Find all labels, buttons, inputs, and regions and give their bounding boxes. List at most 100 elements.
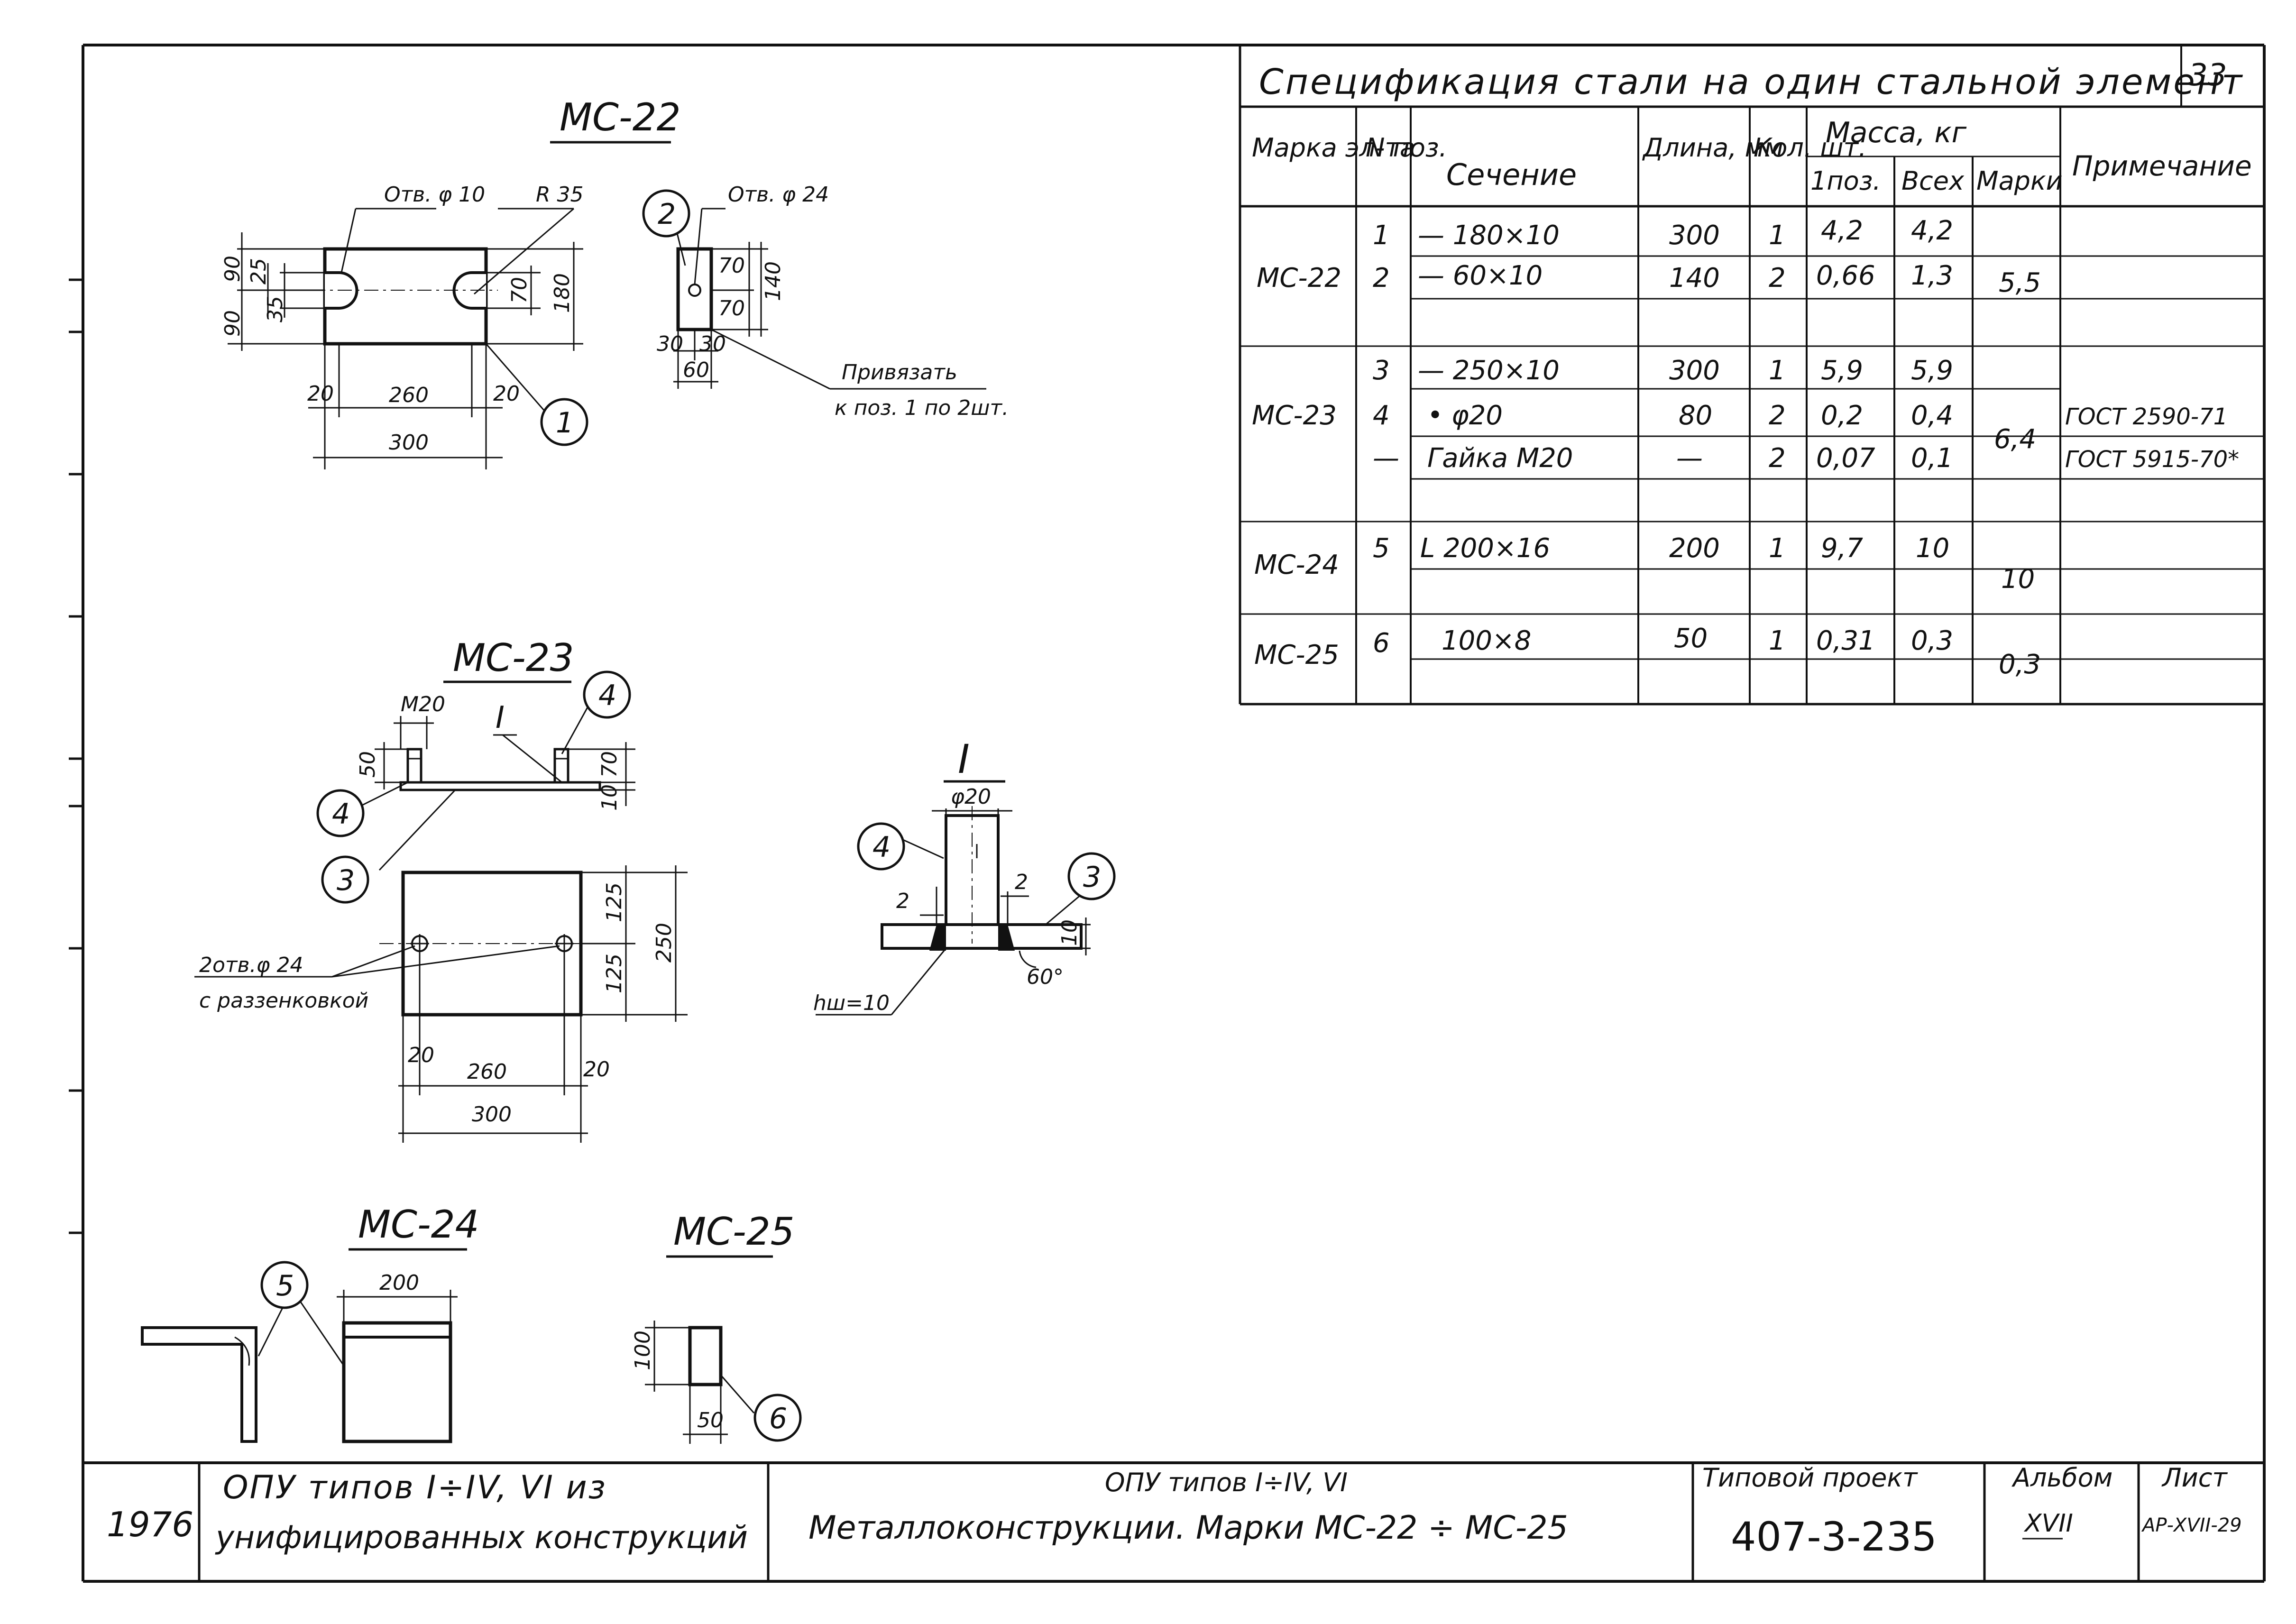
callout-3: 3 bbox=[1067, 852, 1116, 900]
svg-text:2: 2 bbox=[658, 198, 676, 231]
mc23-dim-300: 300 bbox=[472, 1102, 512, 1127]
mc23-dim-20a: 20 bbox=[408, 1043, 434, 1067]
header-qty: Кол. шт. bbox=[1754, 133, 1866, 163]
row-qty: 1 bbox=[1769, 533, 1786, 564]
row-mass-mark: 0,3 bbox=[1999, 649, 2041, 680]
row-length: 80 bbox=[1679, 400, 1712, 431]
mc22-dim-90a: 90 bbox=[220, 256, 245, 282]
row-mass-one: 4,2 bbox=[1821, 215, 1863, 246]
row-mass-mark: 10 bbox=[2001, 564, 2035, 595]
mc22-tie-note: Привязать bbox=[842, 360, 957, 385]
mc23-title: МС-23 bbox=[453, 636, 574, 680]
svg-text:5: 5 bbox=[276, 1269, 294, 1303]
row-mass-one: 0,2 bbox=[1821, 400, 1863, 431]
mc22-dim-20b: 20 bbox=[493, 382, 520, 406]
detail-i-dim-2: 2 bbox=[896, 889, 909, 913]
detail-i-section bbox=[881, 806, 1083, 951]
svg-text:1: 1 bbox=[556, 406, 574, 440]
row-length: 300 bbox=[1669, 220, 1720, 251]
svg-text:6: 6 bbox=[769, 1402, 787, 1435]
row-length: 140 bbox=[1669, 263, 1720, 294]
header-mass-one: 1поз. bbox=[1810, 166, 1881, 196]
mc22-dim-300: 300 bbox=[389, 431, 429, 455]
mc25-dim-50: 50 bbox=[697, 1408, 724, 1432]
row-qty: 1 bbox=[1769, 625, 1786, 656]
title-sheet-label: Лист bbox=[2161, 1463, 2228, 1493]
header-mark: Марка эл-та bbox=[1252, 133, 1415, 163]
mc22-dim-60: 60 bbox=[683, 358, 709, 382]
callout-3: 3 bbox=[321, 855, 369, 904]
row-note: ГОСТ 5915-70* bbox=[2065, 446, 2239, 473]
mc22-tie-note: к поз. 1 по 2шт. bbox=[835, 396, 1009, 420]
mc22-title: МС-22 bbox=[560, 95, 681, 139]
detail-i-angle: 60° bbox=[1027, 965, 1064, 989]
detail-i-title: I bbox=[958, 736, 970, 782]
svg-text:4: 4 bbox=[872, 831, 891, 864]
header-mass: Масса, кг bbox=[1826, 116, 1967, 149]
svg-text:4: 4 bbox=[332, 798, 350, 831]
callout-4: 4 bbox=[857, 822, 905, 871]
mc22-dim-140: 140 bbox=[761, 261, 785, 301]
header-mass-mark: Марки bbox=[1976, 166, 2063, 196]
row-section: Гайка М20 bbox=[1427, 443, 1573, 474]
mc22-plate bbox=[285, 247, 498, 346]
mc23-holes-note: с раззенковкой bbox=[199, 989, 368, 1013]
row-section: — 250×10 bbox=[1418, 355, 1560, 386]
title-sheet-value: АР-XVII-29 bbox=[2141, 1514, 2242, 1536]
mc22-dim-35: 35 bbox=[263, 296, 287, 322]
mc22-dim-30b: 30 bbox=[699, 332, 726, 356]
title-object: унифицированных конструкций bbox=[215, 1519, 748, 1556]
spec-table-title: Спецификация стали на один стальной элем… bbox=[1259, 62, 2244, 102]
header-pos: N поз. bbox=[1366, 133, 1447, 163]
mc22-dim-90b: 90 bbox=[220, 310, 245, 337]
row-section: • φ20 bbox=[1427, 400, 1503, 431]
mc25-dim-100: 100 bbox=[631, 1330, 655, 1370]
row-mass-all: 0,3 bbox=[1911, 625, 1953, 656]
mc23-dim-20b: 20 bbox=[583, 1057, 610, 1082]
row-section: 100×8 bbox=[1442, 625, 1531, 656]
mc22-lug bbox=[676, 247, 713, 331]
row-pos: 2 bbox=[1373, 263, 1390, 294]
row-pos: 1 bbox=[1373, 220, 1390, 251]
row-mark: МС-25 bbox=[1254, 640, 1339, 670]
mc22-dim-260: 260 bbox=[389, 383, 429, 407]
mc23-elevation bbox=[399, 748, 601, 791]
title-sheet-name: ОПУ типов I÷IV, VI bbox=[1105, 1468, 1348, 1497]
row-section: L 200×16 bbox=[1420, 533, 1550, 564]
detail-i-phi20: φ20 bbox=[951, 785, 991, 809]
mc22-dim-20a: 20 bbox=[307, 382, 334, 406]
title-album-label: Альбом bbox=[2011, 1463, 2112, 1493]
row-mass-all: 1,3 bbox=[1911, 260, 1953, 291]
row-pos: 3 bbox=[1373, 355, 1390, 386]
mc23-dim-260: 260 bbox=[467, 1060, 507, 1084]
title-year: 1976 bbox=[107, 1505, 193, 1544]
detail-i-weld-note: hш=10 bbox=[813, 991, 890, 1015]
spec-table: Спецификация стали на один стальной элем… bbox=[1239, 45, 2264, 706]
mc23-dim-70: 70 bbox=[597, 751, 622, 778]
row-mass-one: 5,9 bbox=[1821, 355, 1863, 386]
row-qty: 1 bbox=[1769, 355, 1786, 386]
title-sheet-name: Металлоконструкции. Марки МС-22 ÷ МС-25 bbox=[808, 1509, 1568, 1547]
row-mark: МС-22 bbox=[1257, 263, 1341, 294]
row-length: — bbox=[1676, 443, 1703, 474]
mc24-dim-200: 200 bbox=[379, 1271, 419, 1295]
callout-6: 6 bbox=[753, 1394, 802, 1442]
mc23-detail-mark: I bbox=[496, 700, 505, 735]
mc25-title: МС-25 bbox=[673, 1210, 795, 1254]
mc22-dim-25: 25 bbox=[247, 258, 271, 284]
drawing-mc25: МС-25 100 50 6 bbox=[631, 1210, 802, 1444]
mc22-dim-70: 70 bbox=[507, 277, 532, 303]
row-length: 300 bbox=[1669, 355, 1720, 386]
row-mass-all: 0,4 bbox=[1911, 400, 1953, 431]
sheet-number: 33 bbox=[2188, 58, 2227, 93]
row-mass-one: 0,07 bbox=[1816, 443, 1875, 474]
detail-i-dim-2: 2 bbox=[1015, 870, 1028, 894]
mc24-angle-view bbox=[342, 1321, 452, 1443]
title-object: ОПУ типов I÷IV, VI из bbox=[223, 1469, 607, 1506]
title-project-number: 407-3-235 bbox=[1731, 1514, 1937, 1560]
mc22-hole24-label: Отв. φ 24 bbox=[728, 183, 829, 207]
mc23-holes-note: 2отв.φ 24 bbox=[199, 953, 303, 977]
title-project-label: Типовой проект bbox=[1702, 1463, 1918, 1493]
mc23-dim-250: 250 bbox=[652, 923, 676, 963]
svg-text:3: 3 bbox=[337, 864, 355, 897]
